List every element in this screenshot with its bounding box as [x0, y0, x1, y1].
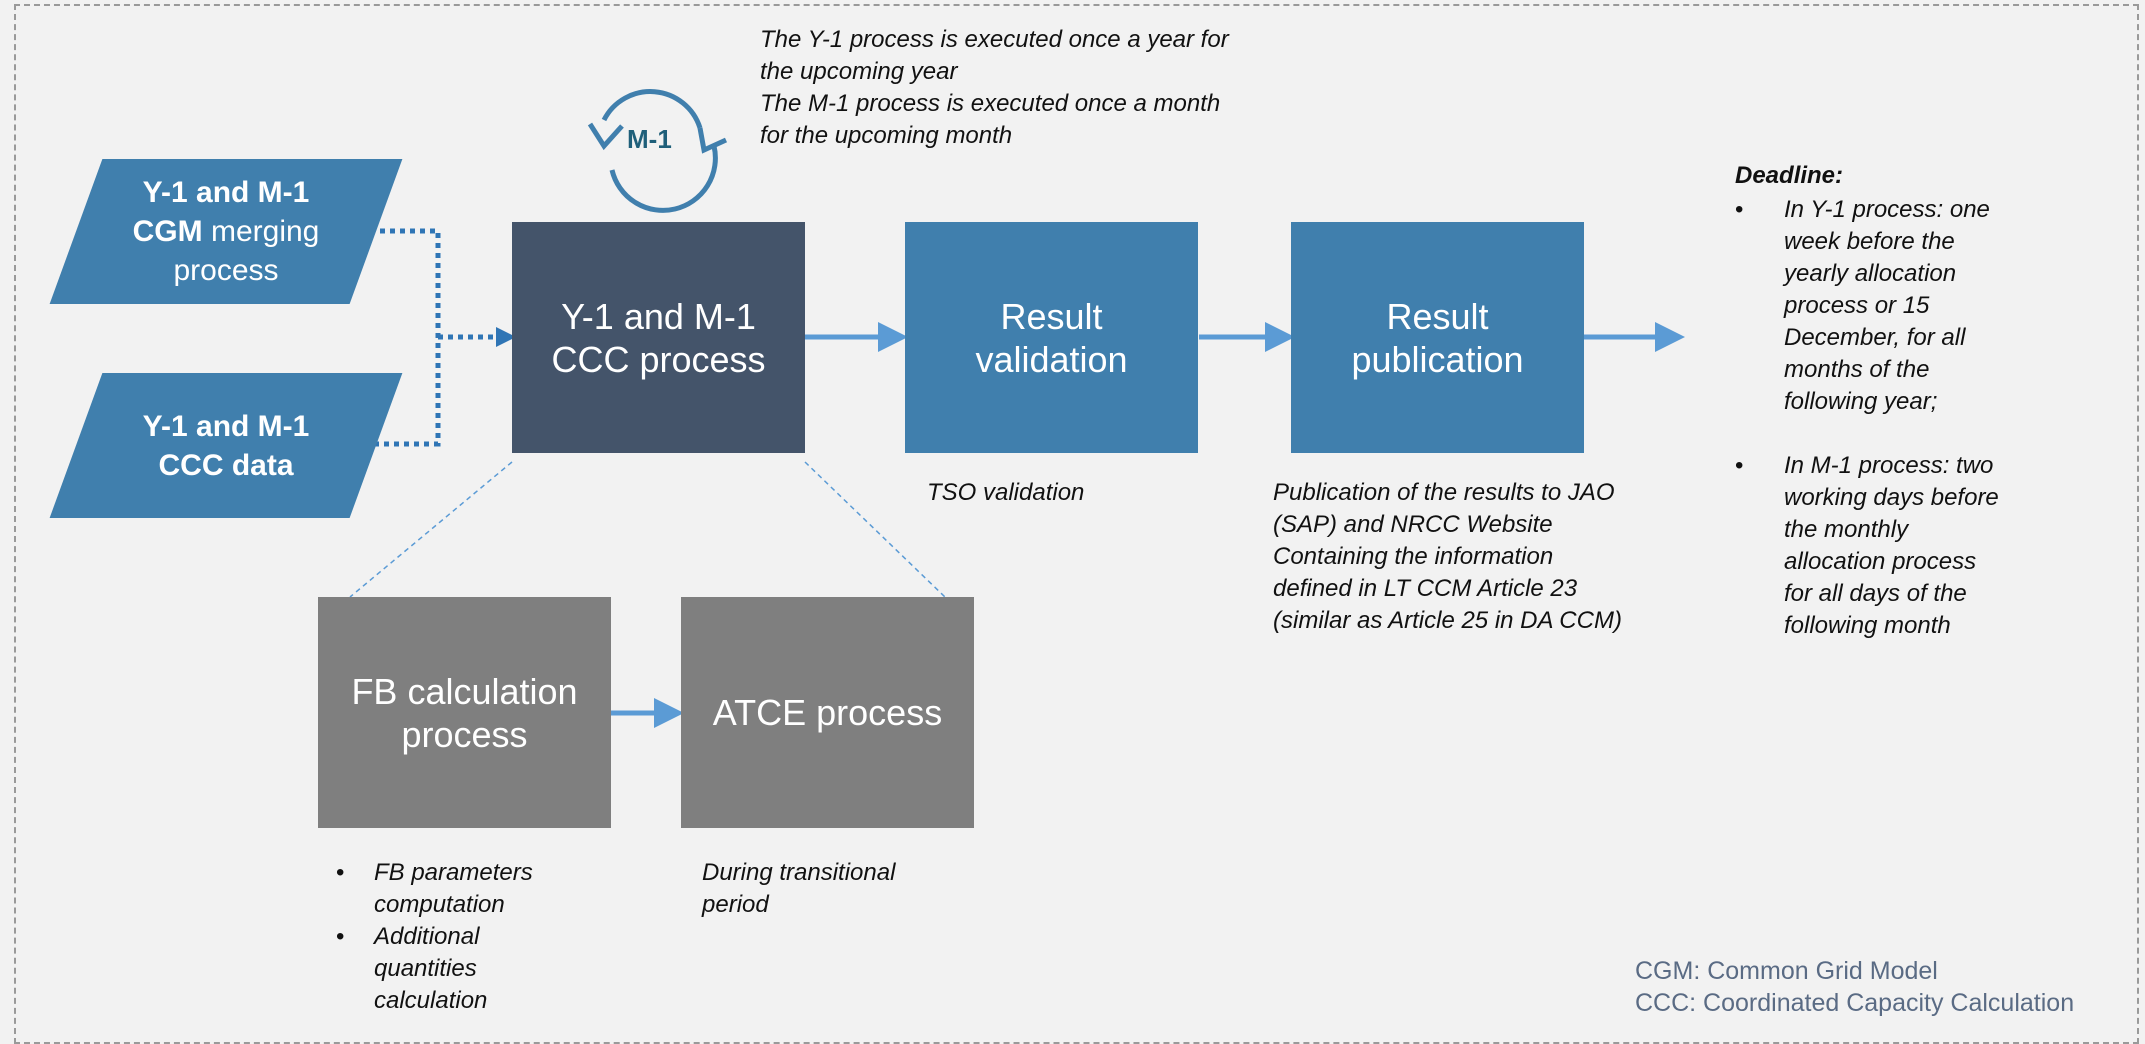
atce-note-line: period	[702, 891, 769, 918]
fb-label: process	[401, 713, 528, 755]
list-item: • In Y-1 process: one week before the ye…	[1735, 194, 1999, 418]
list-item-line: the monthly	[1784, 516, 1909, 543]
list-item-line: working days before	[1784, 484, 1999, 511]
deadline-title: Deadline:	[1735, 162, 1844, 189]
list-item-line: week before the	[1784, 228, 1955, 255]
result-validation-box: Result validation	[905, 222, 1198, 453]
bullet: •	[1735, 452, 1744, 479]
zoom-line-left	[349, 461, 513, 598]
cycle-icon	[587, 89, 728, 213]
atce-process-box: ATCE process	[681, 597, 974, 828]
list-item: • FB parameters computation	[336, 857, 533, 921]
top-note-line: The M-1 process is executed once a month	[760, 90, 1221, 117]
atce-label: ATCE process	[712, 692, 943, 733]
list-item-line: December, for all	[1784, 324, 1966, 351]
list-item-line: yearly allocation	[1784, 260, 1957, 287]
list-item-line: quantities	[374, 955, 477, 982]
cycle-icon-label: M-1	[627, 124, 672, 154]
publication-note: Publication of the results to JAO (SAP) …	[1273, 477, 1622, 637]
result-publication-box: Result publication	[1291, 222, 1584, 453]
list-item-line: following year;	[1784, 388, 1938, 415]
publication-note-line: defined in LT CCM Article 23	[1273, 575, 1578, 602]
publication-label: Result	[1386, 295, 1489, 337]
list-item-line: process or 15	[1784, 292, 1930, 319]
validation-label: Result	[1000, 295, 1103, 337]
list-item: • In M-1 process: two working days befor…	[1735, 450, 1999, 642]
top-note: The Y-1 process is executed once a year …	[760, 24, 1229, 152]
deadline-list: • In Y-1 process: one week before the ye…	[1735, 194, 1999, 642]
publication-label: publication	[1351, 338, 1524, 380]
cgm-input-shape: Y-1 and M-1 CGM merging process	[49, 159, 403, 304]
fb-label: FB calculation	[351, 670, 578, 712]
validation-note: TSO validation	[927, 479, 1085, 506]
list-item: • Additional quantities calculation	[336, 921, 533, 1017]
list-item-line: Additional	[374, 923, 480, 950]
fb-calculation-box: FB calculation process	[318, 597, 611, 828]
publication-note-line: Publication of the results to JAO	[1273, 479, 1615, 506]
cgm-input-line: Y-1 and M-1	[142, 176, 310, 209]
bullet: •	[336, 859, 345, 886]
ccc-process-label: CCC process	[551, 338, 766, 380]
ccc-process-box: Y-1 and M-1 CCC process	[512, 222, 805, 453]
zoom-line-right	[804, 461, 946, 598]
list-item-line: FB parameters	[374, 859, 533, 886]
bullet: •	[1735, 196, 1744, 223]
ccc-input-shape: Y-1 and M-1 CCC data	[49, 373, 403, 518]
atce-note-line: During transitional	[702, 859, 896, 886]
list-item-line: In Y-1 process: one	[1784, 196, 1990, 223]
cgm-abbrev: CGM	[132, 215, 203, 248]
publication-note-line: (SAP) and NRCC Website	[1273, 511, 1553, 538]
list-item-line: months of the	[1784, 356, 1930, 383]
abbreviation-legend: CGM: Common Grid Model CCC: Coordinated …	[1635, 955, 2074, 1019]
validation-label: validation	[975, 338, 1128, 380]
publication-note-line: (similar as Article 25 in DA CCM)	[1273, 607, 1622, 634]
list-item-line: following month	[1784, 612, 1951, 639]
cgm-input-line: process	[173, 254, 279, 287]
fb-notes-list: • FB parameters computation • Additional…	[336, 857, 533, 1017]
top-note-line: The Y-1 process is executed once a year …	[760, 26, 1229, 53]
ccc-input-line: Y-1 and M-1	[142, 409, 310, 443]
list-item-line: calculation	[374, 987, 488, 1014]
list-item-line: for all days of the	[1784, 580, 1967, 607]
ccc-input-line: CCC data	[158, 448, 294, 482]
legend-cgm: CGM: Common Grid Model	[1635, 957, 1938, 985]
bullet: •	[336, 923, 345, 950]
ccc-process-label: Y-1 and M-1	[561, 295, 756, 337]
legend-ccc: CCC: Coordinated Capacity Calculation	[1635, 989, 2075, 1017]
cgm-input-line: merging	[202, 215, 320, 248]
list-item-line: computation	[374, 891, 505, 918]
atce-note: During transitional period	[702, 857, 895, 921]
top-note-line: for the upcoming month	[760, 122, 1013, 149]
top-note-line: the upcoming year	[760, 58, 958, 85]
list-item-line: allocation process	[1784, 548, 1977, 575]
list-item-line: In M-1 process: two	[1784, 452, 1994, 479]
publication-note-line: Containing the information	[1273, 543, 1554, 570]
